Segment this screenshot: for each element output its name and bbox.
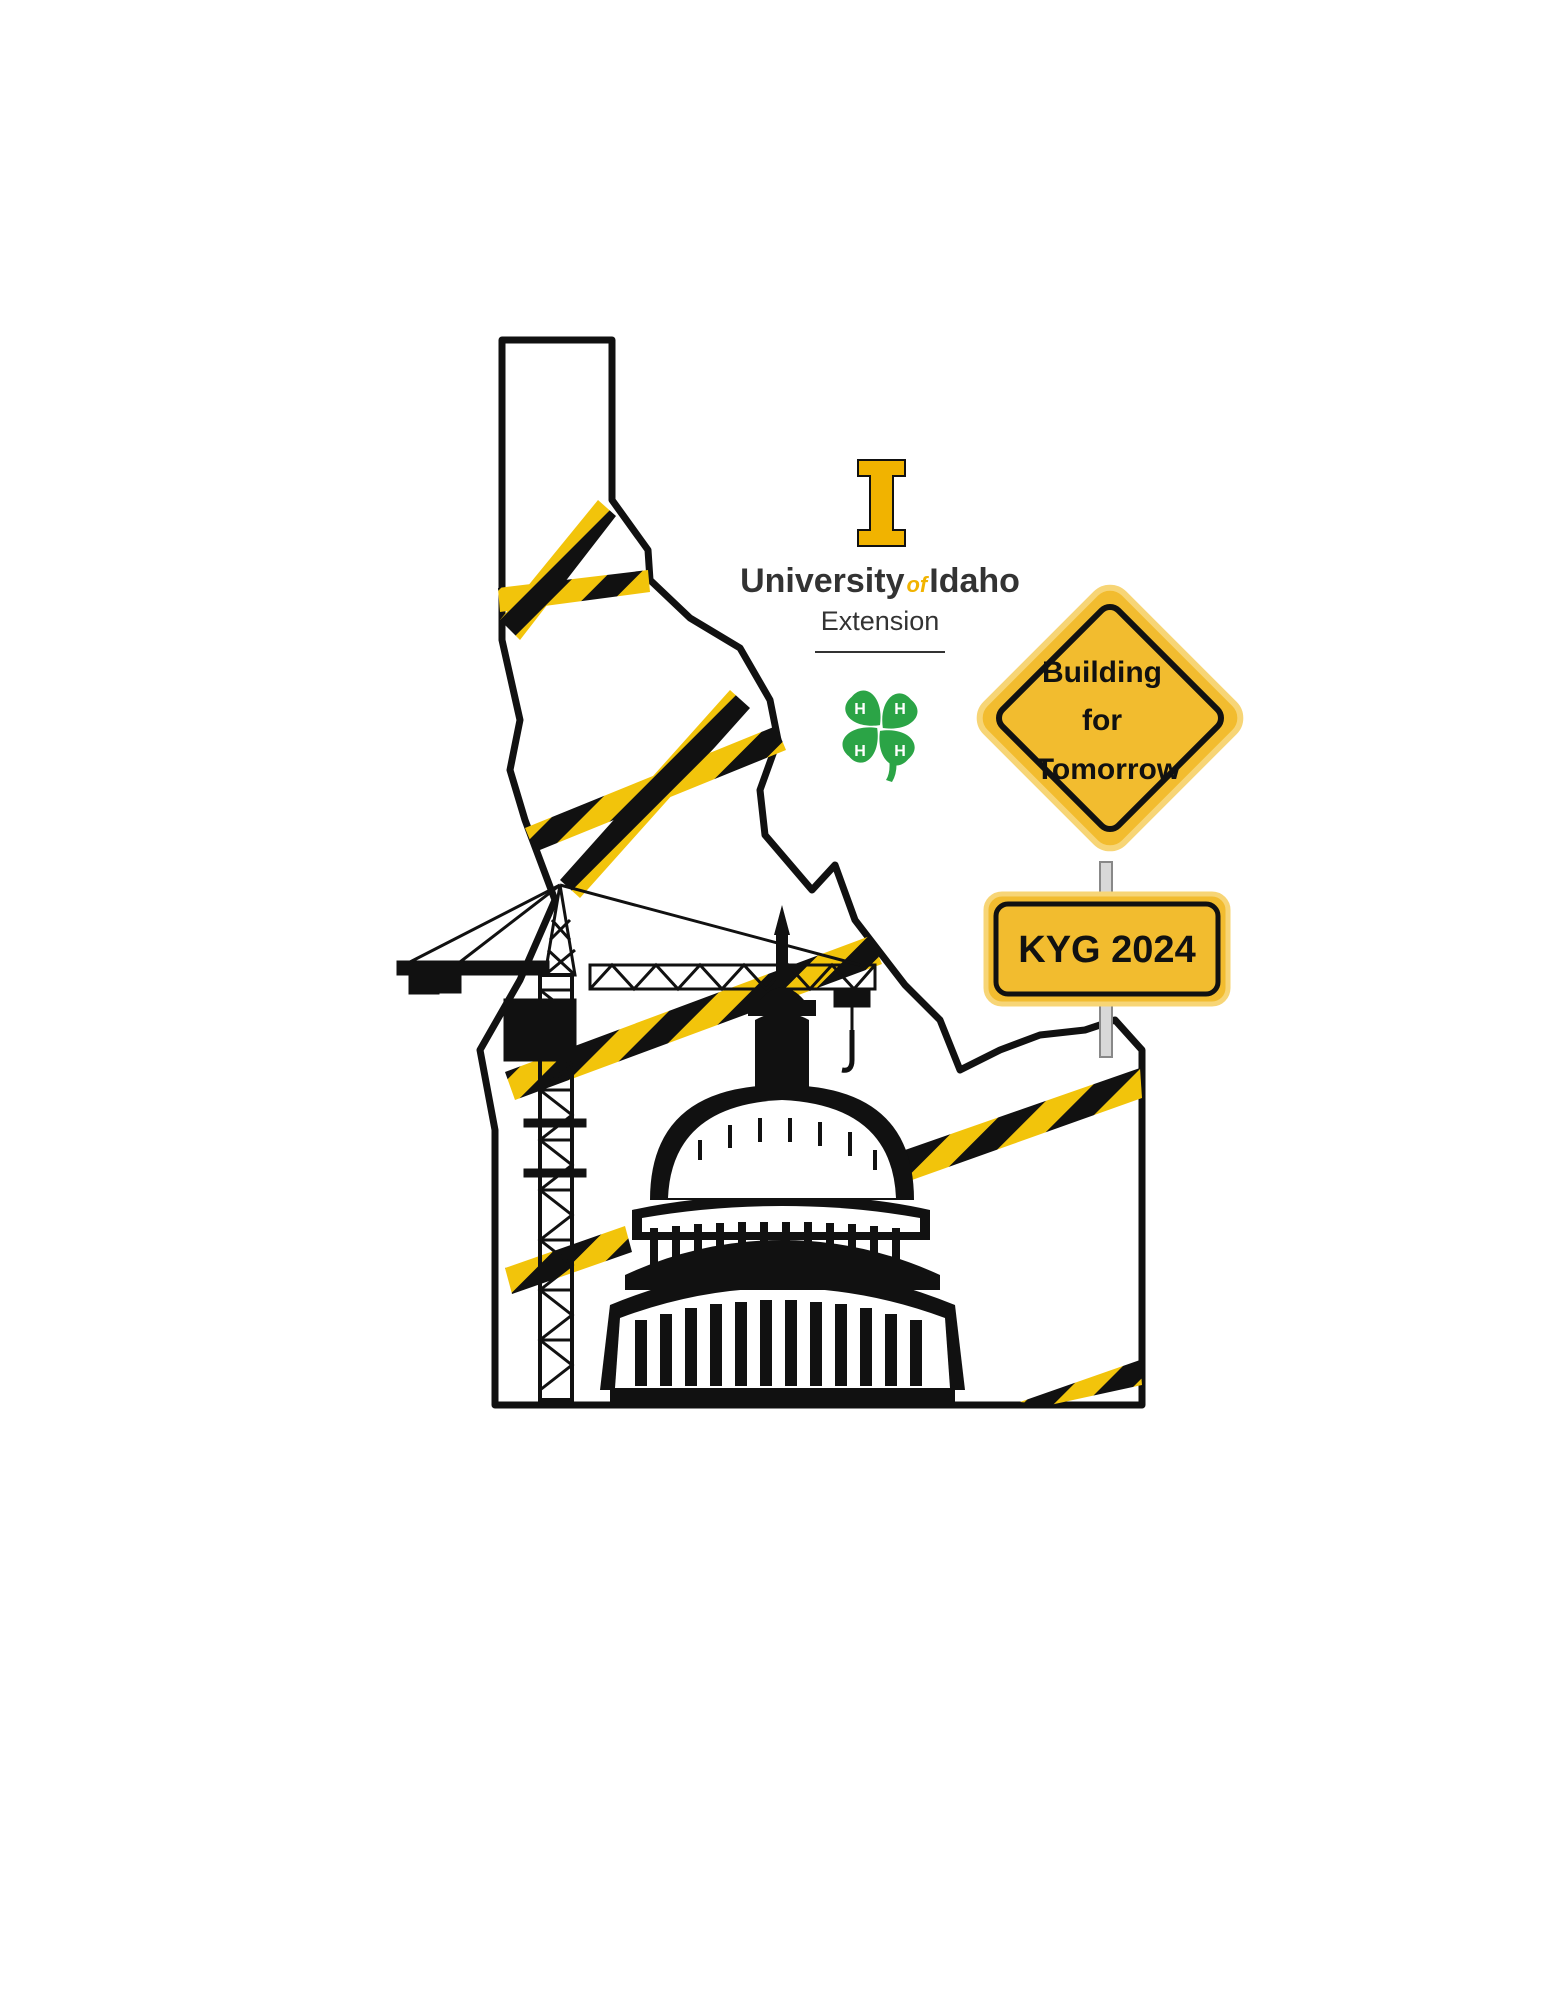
clover-letter-bottom-left: H <box>854 743 866 760</box>
logo-word-idaho: Idaho <box>929 562 1020 600</box>
caution-tape-strip <box>505 1226 632 1294</box>
tower-crane-icon <box>396 883 877 1402</box>
sign-line-2: for <box>1082 704 1122 737</box>
logo-word-of: of <box>906 572 929 597</box>
block-i-icon <box>857 459 906 547</box>
caution-tape-strip <box>560 690 750 898</box>
caution-tape-strip <box>1020 1360 1142 1405</box>
logo-subtitle: Extension <box>821 606 940 636</box>
logo-word-university: University <box>740 562 904 600</box>
idaho-state-outline <box>476 336 1146 1409</box>
kyg-2024-label: KYG 2024 <box>1018 929 1195 971</box>
caution-tape-strip <box>905 1068 1142 1180</box>
university-of-idaho-logo: UniversityofIdaho Extension <box>740 459 1020 653</box>
sign-line-1: Building <box>1042 656 1162 689</box>
clover-letter-bottom-right: H <box>894 743 906 760</box>
logo-university-name: UniversityofIdaho <box>740 562 1020 600</box>
clover-letter-top-right: H <box>894 701 906 718</box>
kyg-2024-sign: KYG 2024 <box>983 891 1231 1007</box>
clover-letter-top-left: H <box>854 701 866 718</box>
building-for-tomorrow-sign: Building for Tomorrow <box>976 584 1244 852</box>
caution-tape-strip <box>500 500 616 640</box>
four-h-clover-icon: H H H H <box>842 690 918 782</box>
sign-line-3: Tomorrow <box>1036 753 1181 786</box>
capitol-building-icon <box>600 905 965 1407</box>
